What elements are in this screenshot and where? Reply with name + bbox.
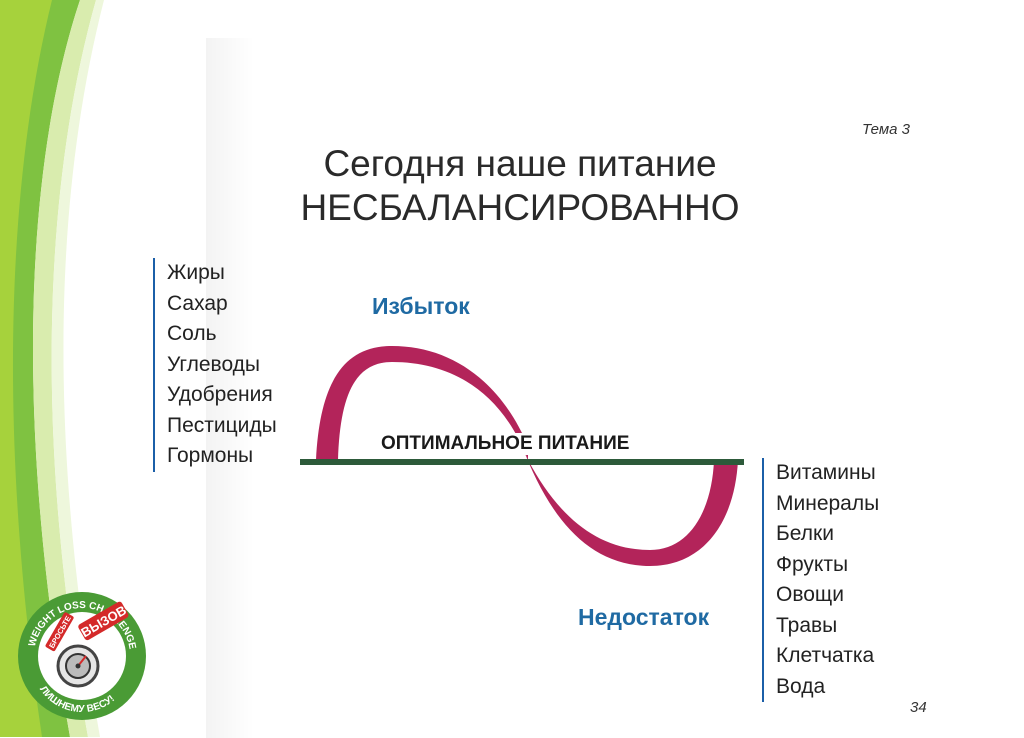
title-line-1: Сегодня наше питание (323, 143, 717, 184)
excess-label: Избыток (372, 293, 470, 319)
title-line-2: НЕСБАЛАНСИРОВАННО (300, 187, 740, 228)
list-item: Овощи (776, 583, 844, 606)
list-item: Соль (167, 322, 217, 345)
list-item: Минералы (776, 491, 880, 515)
list-item: Пестициды (167, 413, 277, 437)
list-item: Жиры (167, 261, 225, 284)
grey-vertical-bar (206, 38, 254, 738)
optimal-label: ОПТИМАЛЬНОЕ ПИТАНИЕ (379, 433, 632, 455)
topic-label: Тема 3 (862, 121, 910, 138)
list-item: Белки (776, 522, 834, 545)
weight-loss-challenge-logo: WEIGHT LOSS CHALLENGE ЛИШНЕМУ ВЕСУ! ВЫЗО… (18, 592, 146, 720)
list-item: Витамины (776, 461, 876, 484)
page-number: 34 (910, 699, 927, 716)
excess-items-list: Жиры Сахар Соль Углеводы Удобрения Пести… (153, 258, 277, 472)
list-item: Сахар (167, 291, 228, 315)
list-item: Травы (776, 613, 838, 637)
list-item: Вода (776, 674, 826, 698)
list-item: Гормоны (167, 444, 254, 467)
slide-title: Сегодня наше питание НЕСБАЛАНСИРОВАННО (260, 142, 780, 230)
optimal-baseline (300, 459, 744, 465)
deficit-items-list: Витамины Минералы Белки Фрукты Овощи Тра… (762, 458, 879, 702)
list-item: Фрукты (776, 552, 849, 576)
green-swoosh-decoration (0, 0, 104, 737)
list-item: Углеводы (167, 352, 261, 376)
excess-wave-crest (316, 346, 528, 460)
list-item: Удобрения (167, 383, 273, 406)
list-item: Клетчатка (776, 644, 875, 667)
deficit-label: Недостаток (578, 604, 710, 630)
